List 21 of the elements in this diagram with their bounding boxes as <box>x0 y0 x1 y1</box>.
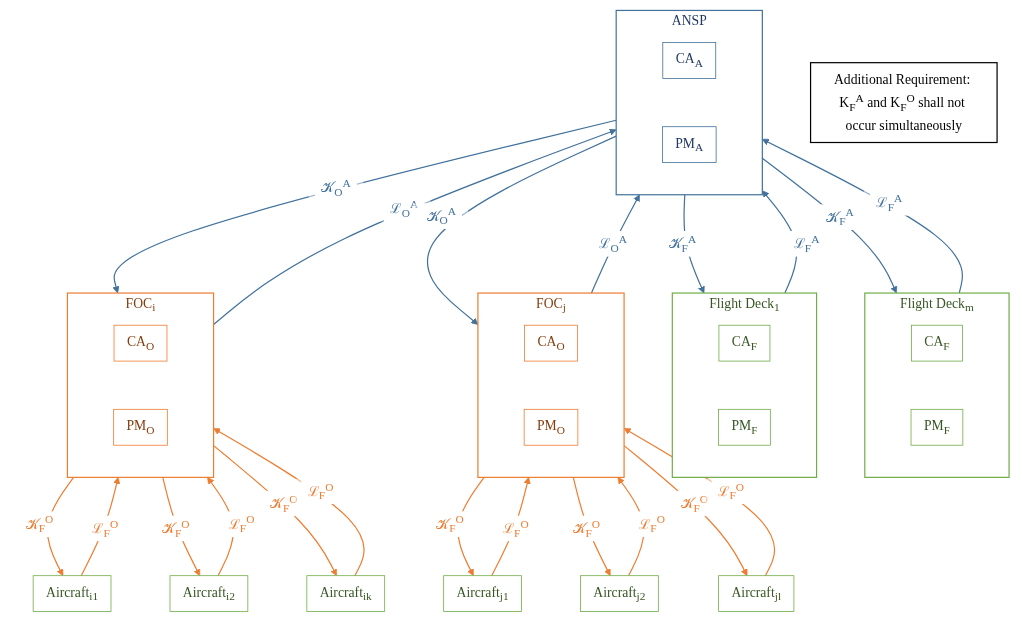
node-box: Aircraft$_{i2}$ <box>169 575 249 612</box>
node-box: PM$_{A}$ <box>662 126 717 163</box>
node-box: CA$_{F}$ <box>718 324 771 362</box>
node-box: Aircraft$_{j1}$ <box>443 575 522 612</box>
node-box: PM$_{O}$ <box>523 408 579 446</box>
node-box: CA$_{O}$ <box>524 324 578 362</box>
node-box: PM$_{O}$ <box>113 408 168 446</box>
node-box: Aircraft$_{jl}$ <box>718 575 795 612</box>
node-box: CA$_{A}$ <box>662 42 717 79</box>
arrow <box>213 428 365 577</box>
node-box: Aircraft$_{j2}$ <box>580 575 659 612</box>
node-box: Additional Requirement: K$_{F}$$^{A}$ and K$_{F}$$^{O}$ shall not occur simultaneously <box>809 62 998 144</box>
node-box: CA$_{O}$ <box>113 324 168 362</box>
arrow <box>426 135 617 325</box>
node-box: PM$_{F}$ <box>718 408 771 446</box>
node-box: Aircraft$_{i1}$ <box>32 575 112 612</box>
arrow <box>590 194 640 294</box>
node-box: PM$_{F}$ <box>910 408 964 446</box>
arrow <box>112 119 617 294</box>
node-box: CA$_{F}$ <box>911 324 963 362</box>
node-box: Aircraft$_{ik}$ <box>306 575 386 612</box>
